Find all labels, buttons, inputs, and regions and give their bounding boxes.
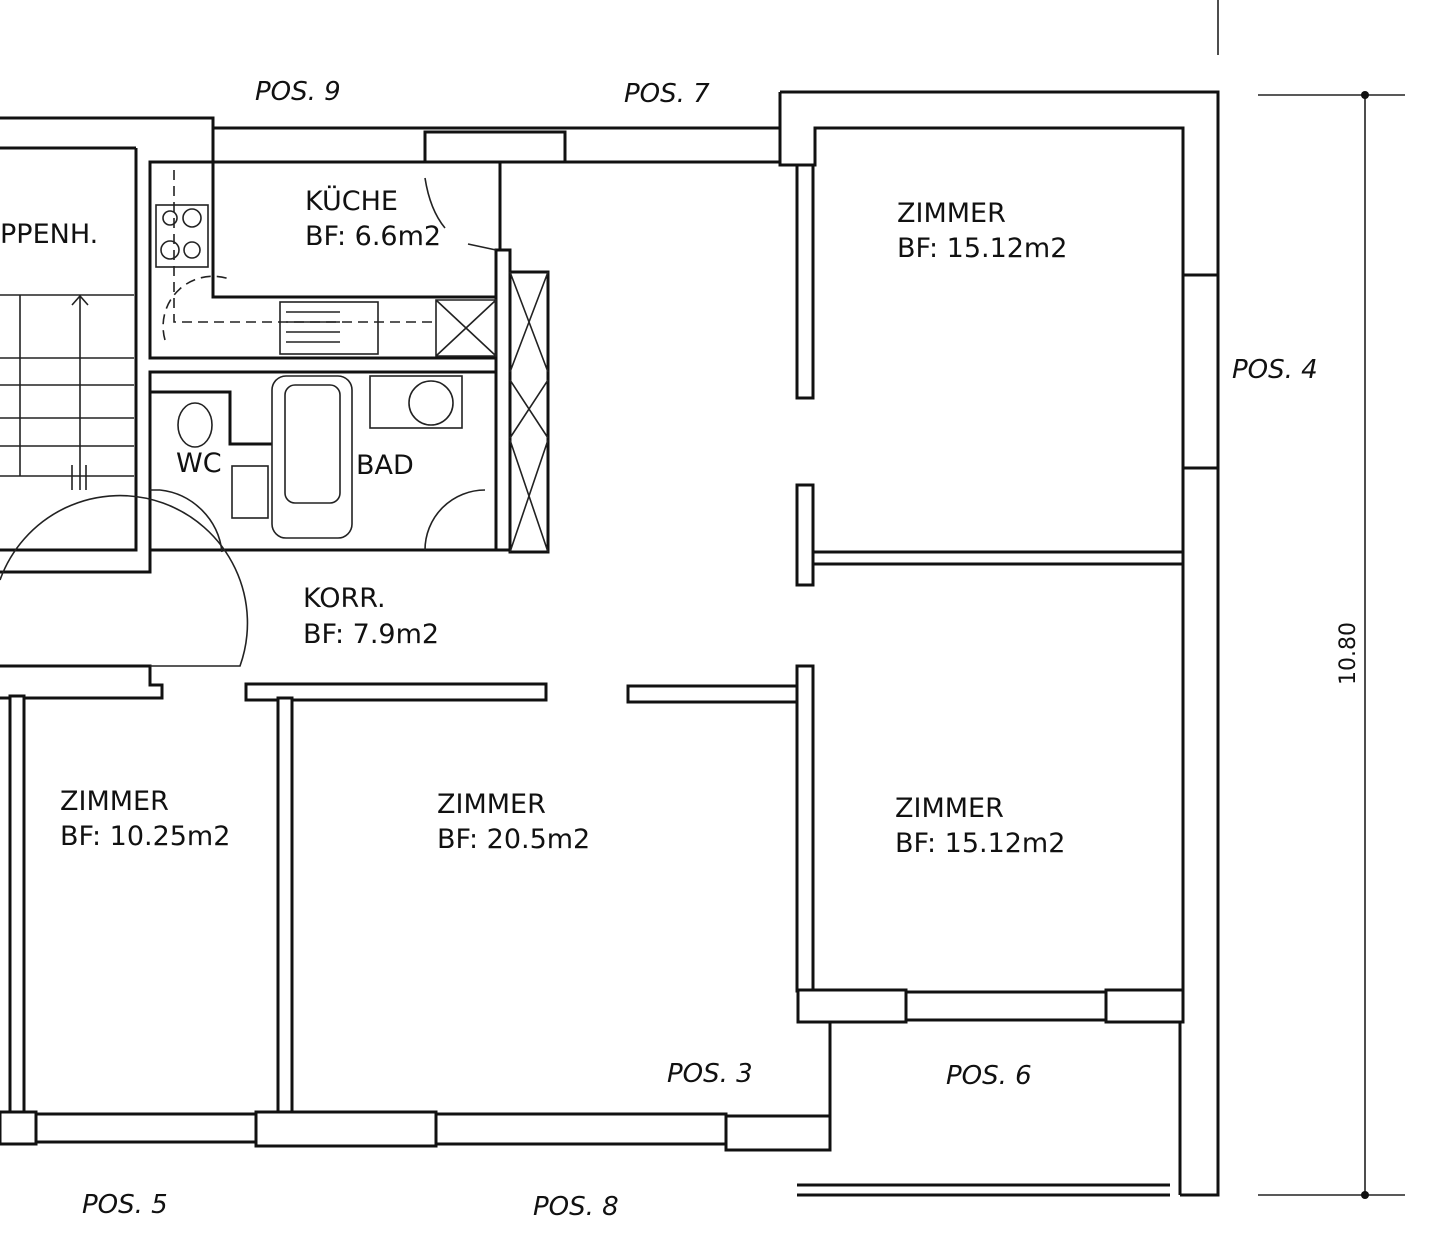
pos-6-label: POS. 6: [946, 1061, 1032, 1091]
wc-label: WC: [176, 448, 222, 479]
zimmer-s-area: BF: 20.5m2: [437, 824, 590, 855]
zimmer-ne-label: ZIMMER: [897, 198, 1006, 229]
zimmer-sw-area: BF: 10.25m2: [60, 821, 230, 852]
pos-3-label: POS. 3: [667, 1059, 753, 1089]
zimmer-se-area: BF: 15.12m2: [895, 828, 1065, 859]
zimmer-sw-label: ZIMMER: [60, 786, 169, 817]
kueche-area: BF: 6.6m2: [305, 221, 441, 252]
bathroom-fixtures: [0, 375, 486, 667]
pos-4-label: POS. 4: [1232, 355, 1318, 385]
pos-9-label: POS. 9: [255, 77, 341, 107]
kueche-label: KÜCHE: [305, 185, 398, 217]
zimmer-se-label: ZIMMER: [895, 793, 1004, 824]
dimension-label: 10.80: [1336, 622, 1361, 685]
bad-label: BAD: [356, 450, 414, 481]
pos-8-label: POS. 8: [533, 1192, 619, 1222]
zimmer-ne-area: BF: 15.12m2: [897, 233, 1067, 264]
staircase: [0, 294, 134, 490]
korridor-label: KORR.: [303, 583, 386, 614]
pos-7-label: POS. 7: [624, 79, 710, 109]
zimmer-s-label: ZIMMER: [437, 789, 546, 820]
pos-5-label: POS. 5: [82, 1190, 168, 1220]
treppenhaus-label: PPENH.: [0, 219, 98, 250]
korridor-area: BF: 7.9m2: [303, 619, 439, 650]
dimension-line: 10.80: [1217, 0, 1405, 1199]
kitchen-fixtures: [155, 170, 497, 355]
